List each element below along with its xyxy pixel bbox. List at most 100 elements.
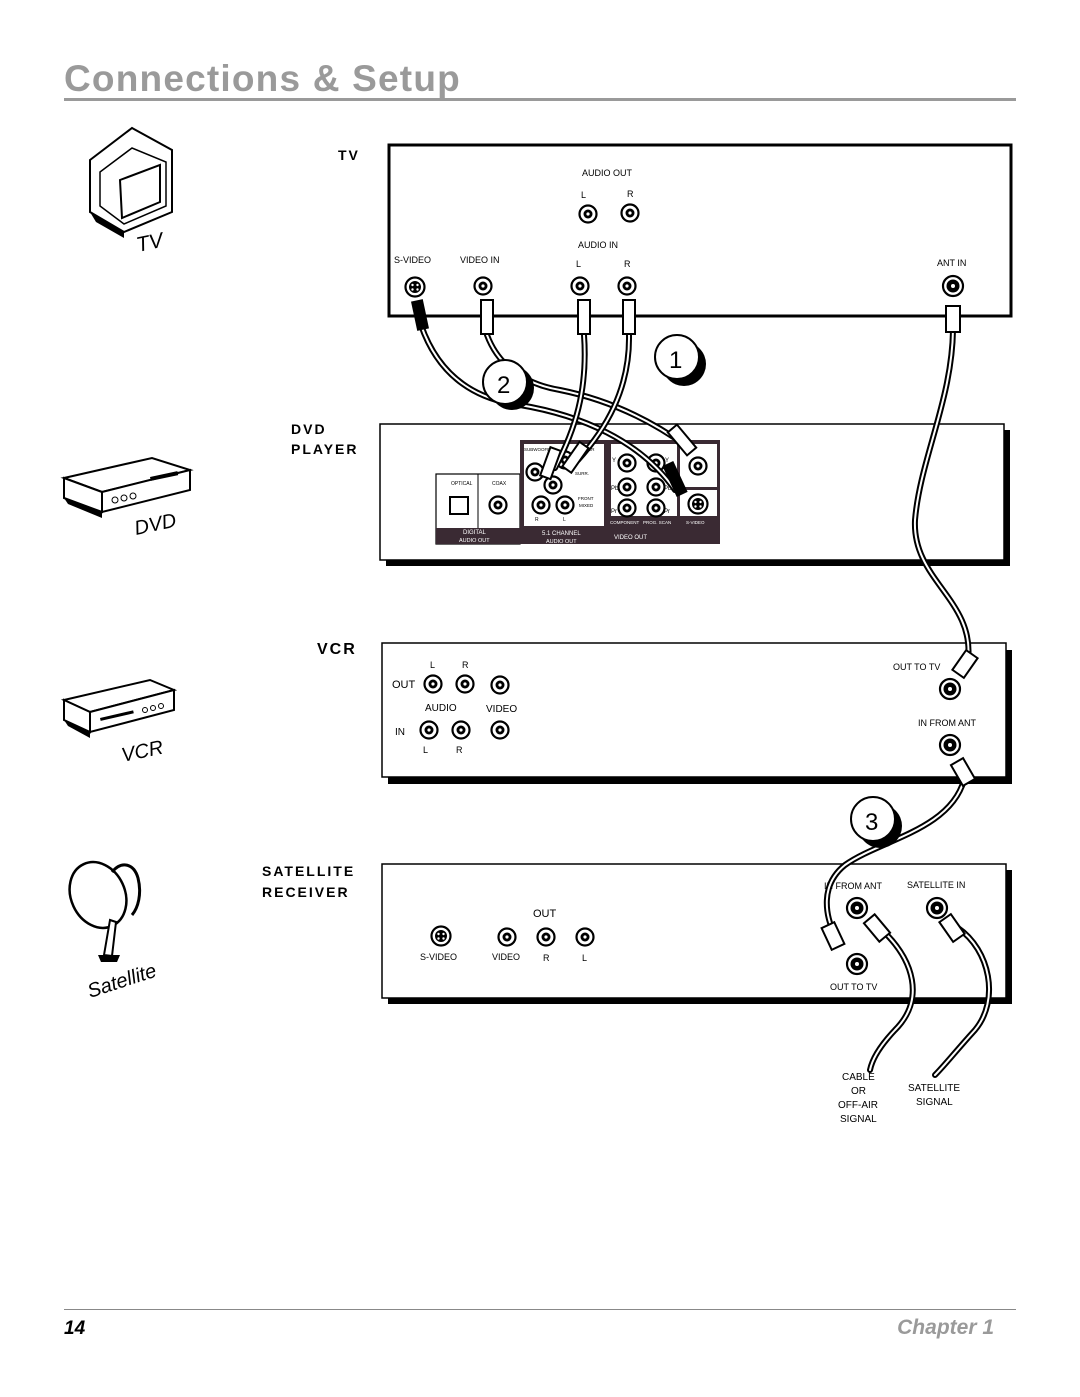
tv-audio-in-l: L	[576, 259, 581, 269]
step-2-label: 2	[497, 372, 510, 399]
tv-audio-out-label: AUDIO OUT	[582, 168, 633, 178]
dvd-video-out-block	[608, 440, 720, 544]
satellite-svideo-jack	[430, 925, 452, 947]
dvd-pr-label-2: Pr	[664, 509, 670, 515]
satellite-out-to-tv-jack	[845, 952, 869, 976]
tv-audio-in-l-jack	[570, 276, 590, 296]
satellite-icon-label: Satellite	[85, 960, 159, 1003]
vcr-icon	[60, 678, 178, 738]
dvd-video-out-label: VIDEO OUT	[614, 535, 647, 541]
step-2-badge	[482, 359, 534, 410]
dvd-digital-audio-block	[435, 473, 521, 545]
step-3-label: 3	[865, 809, 878, 836]
satellite-svideo-label: S-VIDEO	[420, 952, 457, 962]
vcr-in-from-ant-jack	[938, 733, 962, 757]
vcr-out-to-tv-label: OUT TO TV	[893, 662, 940, 672]
satellite-signal-label-2: SIGNAL	[916, 1097, 953, 1108]
satellite-out-label: OUT	[533, 908, 557, 920]
dvd-front-label-2: MIXED	[579, 503, 594, 508]
tv-ant-in-jack	[941, 274, 965, 298]
dvd-pb-label-1: Pb	[611, 486, 619, 492]
vcr-in-from-ant-label: IN FROM ANT	[918, 718, 977, 728]
tv-icon-label: TV	[134, 228, 167, 256]
tv-video-in-label: VIDEO IN	[460, 255, 500, 265]
dvd-composite-label: COMPOSITE	[684, 446, 711, 451]
satellite-heading-2: RECEIVER	[262, 884, 350, 900]
tv-audio-out-r-jack	[620, 203, 640, 223]
step-3-badge	[850, 796, 902, 848]
dvd-icon	[60, 456, 194, 518]
dvd-y-label-2: Y	[665, 458, 669, 464]
vcr-audio-out-l-jack	[423, 674, 443, 694]
vcr-l-label-bottom: L	[423, 745, 428, 755]
vcr-back-panel	[381, 642, 1007, 778]
satellite-in-jack	[925, 896, 949, 920]
step-1-badge	[654, 334, 706, 386]
satellite-back-panel	[381, 863, 1007, 999]
satellite-audio-r-jack	[536, 927, 556, 947]
dvd-channel-label-2: AUDIO OUT	[546, 539, 577, 545]
dvd-svideo-label: S-VIDEO	[686, 520, 705, 525]
cable-signal-label-2: OR	[851, 1086, 866, 1097]
dvd-pb-label-2: Pb	[664, 486, 672, 492]
vcr-icon-label: VCR	[119, 737, 165, 767]
dvd-heading-1: DVD	[291, 421, 327, 437]
tv-icon	[89, 126, 173, 238]
vcr-out-to-tv-jack	[938, 677, 962, 701]
satellite-dish-icon	[68, 860, 142, 962]
cable-signal-label-4: SIGNAL	[840, 1114, 877, 1125]
dvd-front-label-1: FRONT	[578, 496, 594, 501]
satellite-r-label: R	[543, 953, 550, 963]
vcr-heading: VCR	[317, 641, 357, 658]
dvd-channel-l: L	[563, 517, 566, 523]
dvd-subwoofer-label: SUBWOOFER	[524, 447, 554, 452]
vcr-video-label: VIDEO	[486, 704, 517, 715]
tv-heading: TV	[338, 147, 360, 163]
dvd-5-1-channel-block	[520, 440, 608, 544]
dvd-digital-label-2: AUDIO OUT	[459, 538, 490, 544]
satellite-video-label: VIDEO	[492, 952, 520, 962]
chapter-label: Chapter 1	[897, 1316, 994, 1339]
tv-video-in-jack	[473, 276, 493, 296]
tv-back-panel	[387, 143, 1013, 318]
vcr-audio-in-l-jack	[419, 720, 439, 740]
vcr-l-label-top: L	[430, 660, 435, 670]
satellite-in-from-ant-jack	[845, 896, 869, 920]
dvd-coax-label: COAX	[492, 481, 507, 487]
cable-plugs	[411, 299, 980, 952]
vcr-in-label: IN	[395, 727, 405, 738]
dvd-pr-label-1: Pr	[611, 509, 617, 515]
tv-audio-in-label: AUDIO IN	[578, 240, 618, 250]
vcr-audio-label: AUDIO	[425, 703, 457, 714]
tv-audio-in-r-jack	[617, 276, 637, 296]
dvd-y-label-1: Y	[612, 458, 616, 464]
satellite-l-label: L	[582, 953, 587, 963]
satellite-video-jack	[497, 927, 517, 947]
tv-audio-out-l-jack	[578, 204, 598, 224]
dvd-channel-label-1: 5.1 CHANNEL	[542, 531, 581, 537]
vcr-video-in-jack	[490, 720, 510, 740]
vcr-out-label: OUT	[392, 679, 416, 691]
step-1-label: 1	[669, 347, 682, 374]
vcr-r-label-top: R	[462, 660, 469, 670]
page-title: Connections & Setup	[64, 58, 461, 99]
satellite-audio-l-jack	[575, 927, 595, 947]
satellite-heading-1: SATELLITE	[262, 863, 355, 879]
satellite-out-to-tv-label: OUT TO TV	[830, 982, 877, 992]
footer-rule	[64, 1309, 1016, 1310]
tv-ant-in-label: ANT IN	[937, 258, 966, 268]
vcr-audio-out-r-jack	[455, 674, 475, 694]
satellite-in-label: SATELLITE IN	[907, 880, 965, 890]
dvd-channel-r: R	[535, 517, 539, 523]
page-number: 14	[64, 1318, 86, 1339]
tv-audio-out-r: R	[627, 189, 634, 199]
vcr-audio-in-r-jack	[451, 720, 471, 740]
dvd-optical-label: OPTICAL	[451, 481, 473, 487]
tv-audio-out-l: L	[581, 190, 586, 200]
dvd-surr-label: SURR.	[575, 471, 589, 476]
vcr-r-label-bottom: R	[456, 745, 463, 755]
cable-signal-label-3: OFF-AIR	[838, 1100, 878, 1111]
vcr-video-out-jack	[490, 675, 510, 695]
dvd-digital-label-1: DIGITAL	[463, 530, 487, 536]
